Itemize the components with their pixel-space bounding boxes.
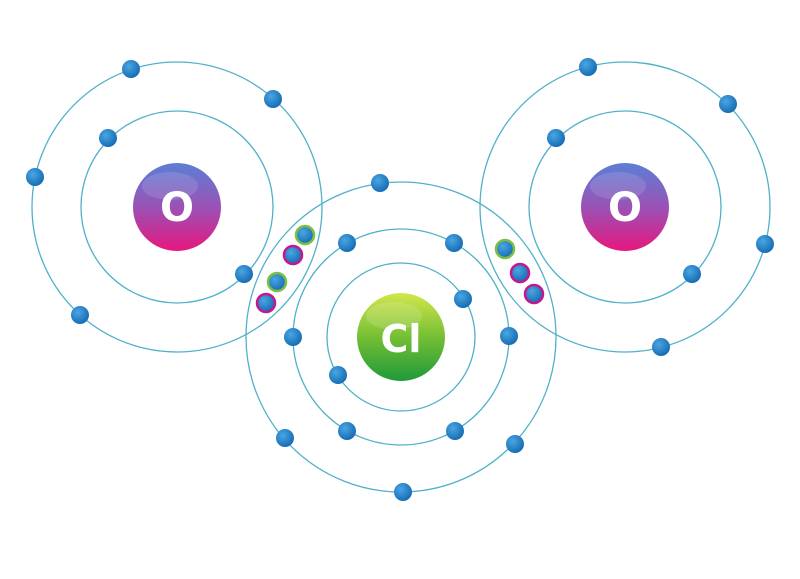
electron [446, 422, 464, 440]
electron [652, 338, 670, 356]
electron [394, 483, 412, 501]
electron [719, 95, 737, 113]
shared-electron [523, 283, 545, 305]
nucleus-oxygen-right: O [581, 163, 669, 251]
symbol-oxygen-left: O [160, 185, 194, 231]
electron [445, 234, 463, 252]
shared-electron [266, 271, 288, 293]
shared-electron [494, 238, 516, 260]
electron [500, 327, 518, 345]
electron [454, 290, 472, 308]
orbits [31, 61, 771, 493]
shared-electron [294, 224, 316, 246]
electron [284, 328, 302, 346]
electron [122, 60, 140, 78]
nucleus-oxygen-left: O [133, 163, 221, 251]
shared-electrons-left-bond [255, 224, 316, 314]
electron [71, 306, 89, 324]
electron [756, 235, 774, 253]
shared-electrons-right-bond [494, 238, 545, 305]
orbit-left-outer [31, 61, 323, 353]
electron [338, 234, 356, 252]
shared-electron [509, 262, 531, 284]
electron [329, 366, 347, 384]
shared-electron [282, 244, 304, 266]
orbit-center-inner [326, 262, 476, 412]
symbol-chlorine: Cl [381, 317, 422, 361]
symbol-oxygen-right: O [608, 185, 642, 231]
nucleus-chlorine: Cl [357, 293, 445, 381]
electrons [26, 58, 774, 501]
electron [371, 174, 389, 192]
electron [264, 90, 282, 108]
electron [338, 422, 356, 440]
shared-electron [255, 292, 277, 314]
electron [26, 168, 44, 186]
electron [235, 265, 253, 283]
orbit-right-outer [479, 61, 771, 353]
electron [683, 265, 701, 283]
orbit-left-inner [80, 110, 274, 304]
electron [99, 129, 117, 147]
orbit-right-inner [528, 110, 722, 304]
electron [276, 429, 294, 447]
electron [579, 58, 597, 76]
electron [547, 129, 565, 147]
electron [506, 435, 524, 453]
